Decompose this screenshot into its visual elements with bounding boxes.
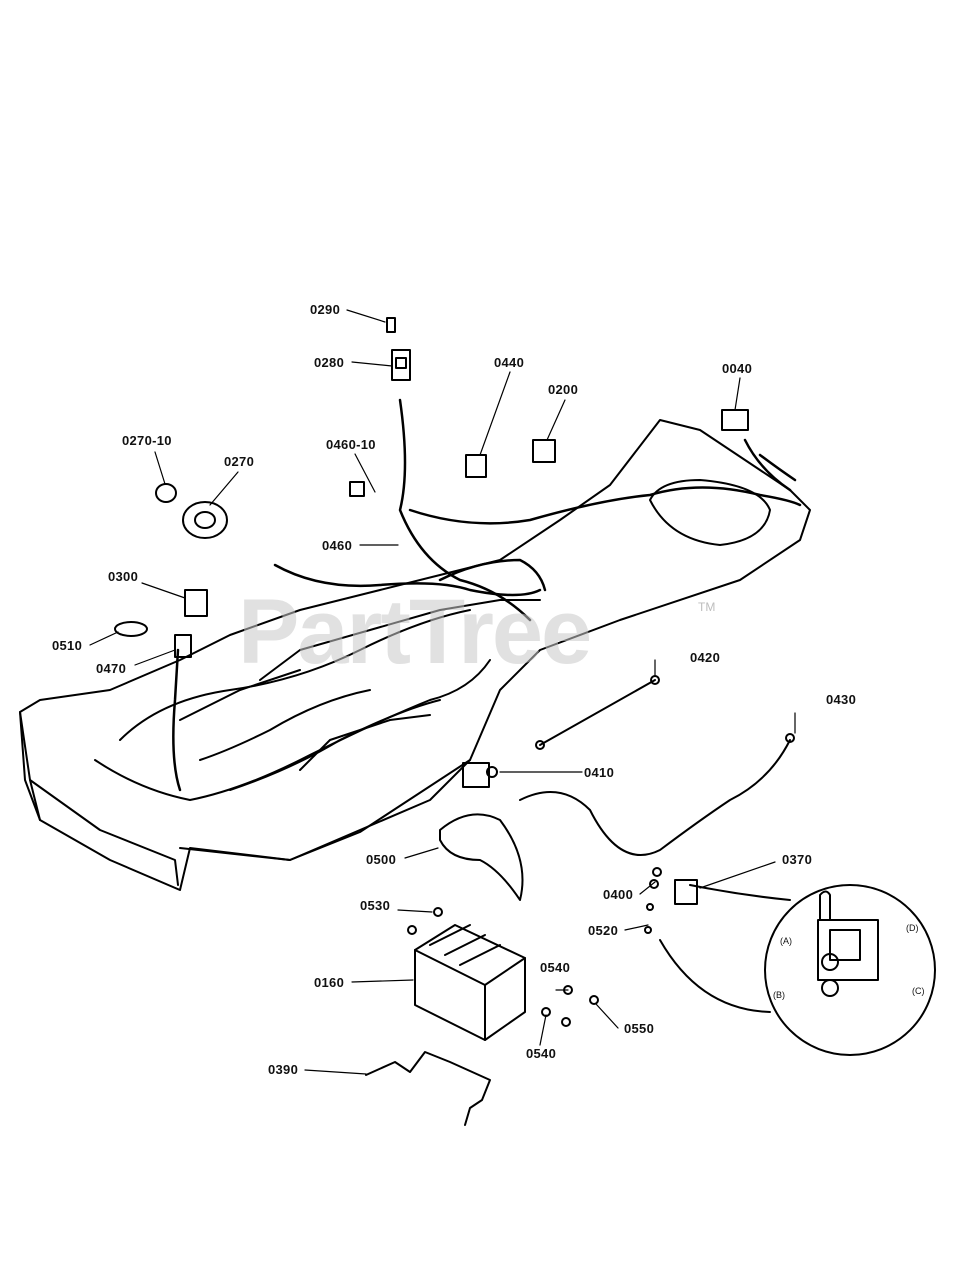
- part-0200-relay: [532, 439, 556, 463]
- label-0460: 0460: [322, 538, 353, 553]
- part-0430-cable: [519, 733, 795, 856]
- label-0270: 0270: [224, 454, 255, 469]
- part-0400-nut: [649, 867, 662, 889]
- label-0550: 0550: [624, 1021, 655, 1036]
- part-0550-nuts: [561, 995, 599, 1027]
- label-0300: 0300: [108, 569, 139, 584]
- part-0290-fuse: [386, 317, 396, 333]
- label-0530: 0530: [360, 898, 391, 913]
- label-0270-10: 0270-10: [122, 433, 172, 448]
- label-0540-upper: 0540: [540, 960, 571, 975]
- part-0470-connector: [174, 634, 192, 658]
- part-0160-battery: [414, 924, 526, 1041]
- leader-lines: [89, 309, 796, 1075]
- callout-a: (A): [780, 936, 792, 946]
- label-0420: 0420: [690, 650, 721, 665]
- label-0290: 0290: [310, 302, 341, 317]
- label-0540-lower: 0540: [526, 1046, 557, 1061]
- callout-b: (B): [773, 990, 785, 1000]
- label-0040: 0040: [722, 361, 753, 376]
- part-0410-solenoid: [462, 762, 498, 788]
- label-0370: 0370: [782, 852, 813, 867]
- wire-harness: [172, 398, 802, 792]
- part-0300-switch: [184, 589, 208, 617]
- label-0160: 0160: [314, 975, 345, 990]
- watermark-trademark: TM: [698, 600, 716, 614]
- label-0430: 0430: [826, 692, 857, 707]
- part-0510-tie: [114, 621, 148, 637]
- part-0530-bolt: [407, 907, 443, 935]
- detail-view-circle: [659, 884, 936, 1056]
- label-0470: 0470: [96, 661, 127, 676]
- label-0500: 0500: [366, 852, 397, 867]
- label-0410: 0410: [584, 765, 615, 780]
- part-0460-10-fuse: [349, 481, 365, 497]
- part-0390-holddown: [365, 1051, 491, 1126]
- callout-c: (C): [912, 986, 925, 996]
- part-0520-screw: [644, 903, 654, 934]
- label-0460-10: 0460-10: [326, 437, 376, 452]
- part-0370-switch: [674, 879, 698, 905]
- part-0420-cable: [535, 675, 660, 750]
- label-0280: 0280: [314, 355, 345, 370]
- label-0400: 0400: [603, 887, 634, 902]
- part-0270-10-knob: [155, 483, 177, 503]
- callout-d: (D): [906, 923, 919, 933]
- part-0500-belt: [439, 813, 524, 901]
- part-0270-ignition: [182, 501, 228, 539]
- part-0280-holder: [391, 349, 411, 381]
- watermark-logo: PartTree: [238, 581, 592, 683]
- part-0440-switch: [465, 454, 487, 478]
- part-0040-module: [721, 409, 749, 431]
- label-0440: 0440: [494, 355, 525, 370]
- label-0510: 0510: [52, 638, 83, 653]
- label-0520: 0520: [588, 923, 619, 938]
- label-0390: 0390: [268, 1062, 299, 1077]
- label-0200: 0200: [548, 382, 579, 397]
